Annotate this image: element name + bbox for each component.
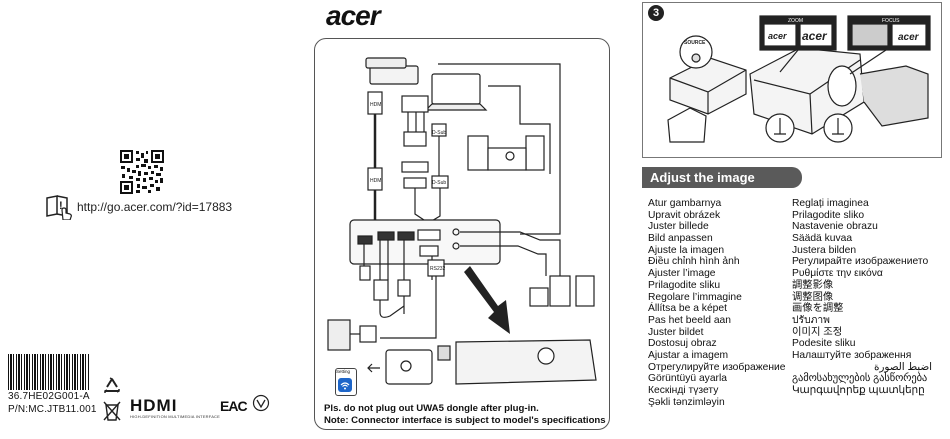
dsub-label: D-Sub [432, 130, 446, 136]
adjust-image-heading: Adjust the image [642, 167, 802, 188]
translation-item: 画像を調整 [792, 303, 844, 315]
translation-item: Juster bildet [648, 326, 704, 338]
barcode [8, 354, 90, 390]
translation-item: 調整影像 [792, 279, 834, 291]
dsub-label-2: D-Sub [432, 180, 446, 186]
connection-diagram: HDMI HDMI D-Sub D-Sub RS232 [327, 57, 597, 385]
manual-url-row: ! http://go.acer.com/?id=17883 [45, 194, 232, 220]
manual-icon: ! [46, 195, 72, 220]
hdmi-label: HDMI [370, 102, 383, 108]
zoom-label: ZOOM [788, 18, 803, 24]
hdmi-logo: HDMI [130, 396, 178, 415]
translation-item: Ajustar a imagem [648, 349, 729, 361]
translation-item: Görüntüyü ayarla [648, 373, 727, 385]
recycle-icon [104, 377, 120, 393]
translation-item: Bild anpassen [648, 233, 713, 245]
focus-label: FOCUS [882, 18, 900, 24]
setting-label: Setting [336, 369, 351, 374]
eac-mark: EAC [220, 398, 248, 414]
translation-item: Justera bilden [792, 244, 857, 256]
translation-item: Säädä kuvaa [792, 233, 853, 245]
laptop [431, 73, 481, 105]
translation-item: Կարգավորեք պատկերը [792, 385, 925, 396]
translation-item: Ajuster l’image [648, 268, 716, 280]
connection-diagram-frame [314, 38, 610, 430]
hand-pointer-icon [61, 207, 72, 220]
translation-item: Nastavenie obrazu [792, 221, 878, 233]
translation-item: Podesite sliku [792, 338, 856, 350]
translation-item: Отрегулируйте изображение [648, 361, 786, 373]
connector-note: Note: Connector interface is subject to … [324, 415, 606, 426]
translation-item: Reglați imaginea [792, 198, 869, 209]
dongle-note: Pls. do not plug out UWA5 dongle after p… [324, 403, 539, 414]
acer-logo: acer [326, 0, 381, 31]
part-number-1: 36.7HE02G001-A [8, 391, 90, 402]
translation-item: Juster billede [648, 221, 709, 233]
step-number-badge: 3 [648, 5, 664, 21]
translation-item: ปรับภาพ [792, 314, 830, 326]
source-label: SOURCE [684, 40, 706, 46]
translation-item: Pas het beeld aan [648, 314, 732, 326]
translation-item: 调整图像 [792, 291, 834, 303]
zoom-acer-large: acer [802, 29, 828, 43]
part-number-2: P/N:MC.JTB11.001 [8, 404, 97, 415]
translation-item: 이미지 조정 [792, 326, 843, 338]
bin-icon [103, 401, 121, 421]
projector [455, 339, 597, 385]
translation-item: اضبط الصورة [874, 361, 932, 373]
translation-item: Налаштуйте зображення [792, 349, 912, 361]
hdmi-subtitle: HIGH-DEFINITION MULTIMEDIA INTERFACE [130, 414, 221, 419]
energy-icon [252, 394, 270, 412]
translation-item: Регулирайте изображението [792, 256, 929, 268]
translation-item: გამოსახულების გასწორება [792, 373, 928, 385]
step-3-illustration: ZOOM FOCUS SOURCE acer acer acer [667, 15, 931, 143]
translation-item: Upravit obrázek [648, 209, 721, 221]
manual-url-link[interactable]: http://go.acer.com/?id=17883 [77, 200, 233, 214]
wifi-icon [338, 378, 352, 392]
step-3-illustration-frame [642, 2, 942, 158]
rs232-label: RS232 [430, 266, 446, 272]
translation-item: Dostosuj obraz [648, 338, 717, 350]
translation-item: Şəkli tənzimləyin [648, 396, 725, 408]
translation-item: Állítsa be a képet [648, 303, 727, 315]
focus-acer-sharp: acer [898, 32, 920, 43]
translation-item: Кескінді түзету [648, 385, 719, 396]
translation-item: Atur gambarnya [648, 198, 722, 209]
qr-code[interactable] [120, 150, 164, 194]
translation-item: Điều chỉnh hình ảnh [648, 256, 740, 268]
hdmi-label-2: HDMI [370, 178, 383, 184]
zoom-acer-small: acer [768, 31, 787, 41]
translation-item: Regolare l’immagine [648, 291, 742, 303]
svg-text:!: ! [59, 200, 63, 212]
translation-item: Prilagodite sliko [792, 209, 865, 221]
pc [327, 319, 351, 351]
translation-item: Ajuste la imagen [648, 244, 725, 256]
dvd-player [369, 65, 419, 85]
translation-item: Ρυθμίστε την εικόνα [792, 268, 883, 280]
translation-item: Prilagodite sliku [648, 279, 721, 291]
